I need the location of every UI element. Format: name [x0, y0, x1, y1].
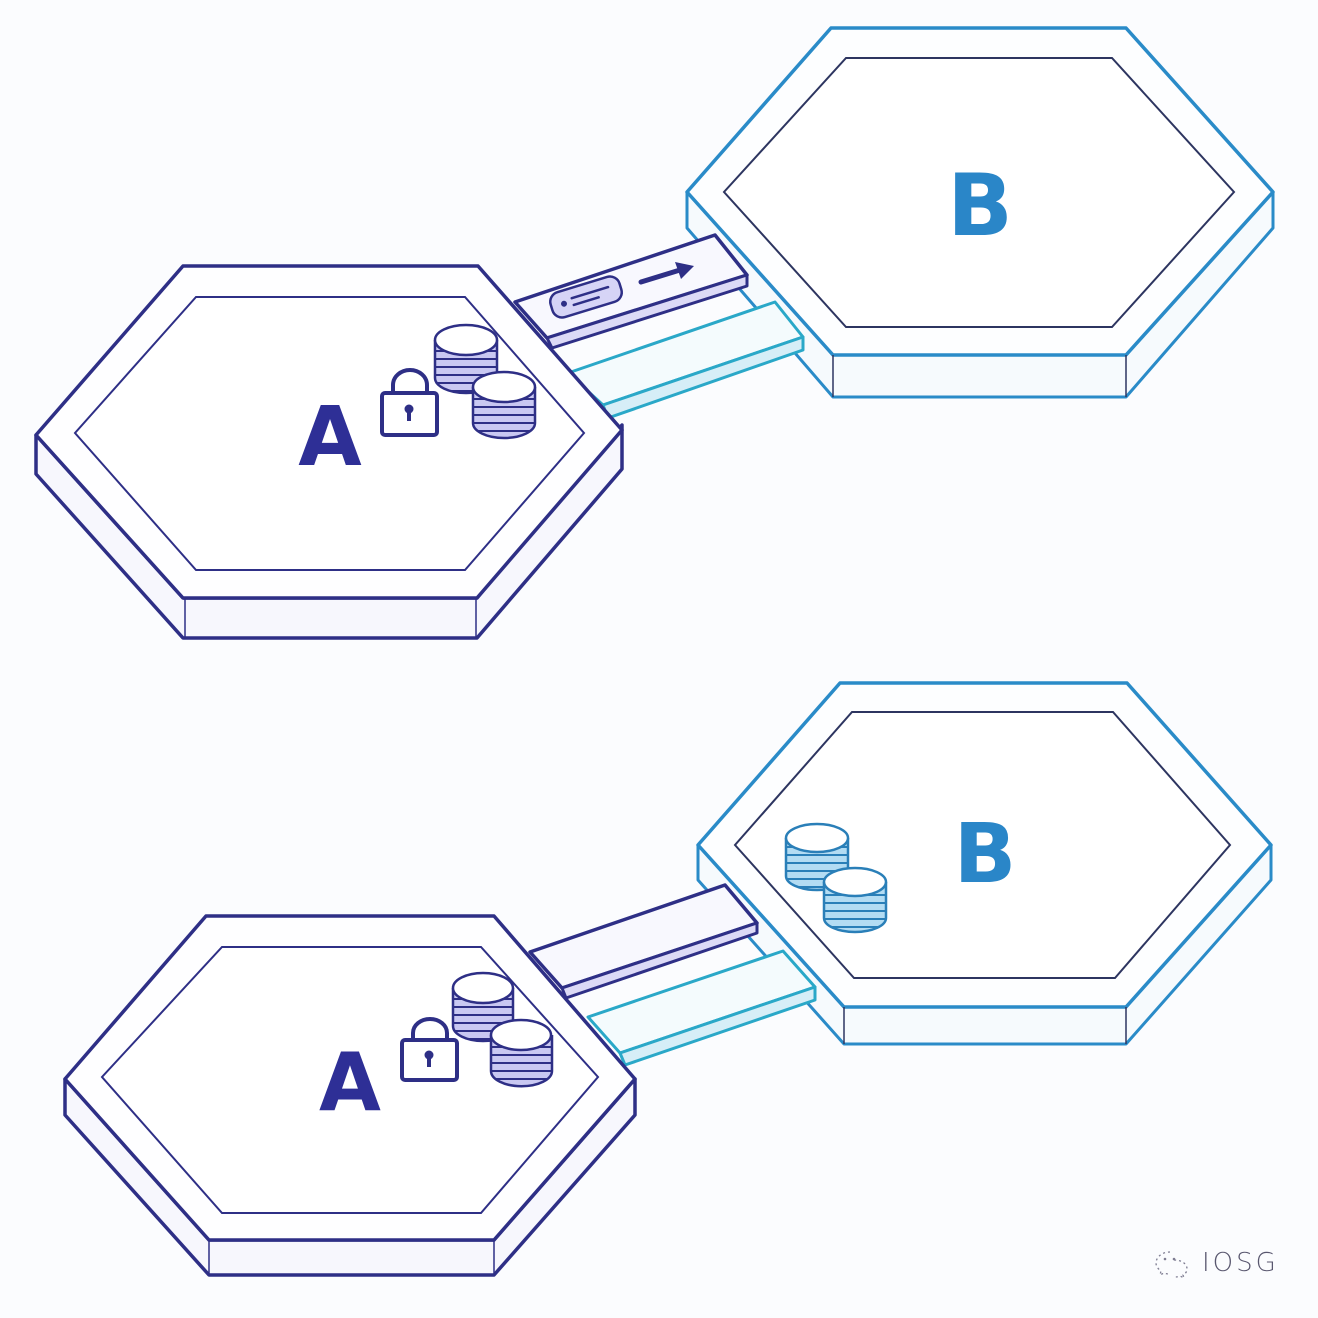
bridge — [528, 883, 817, 1067]
chain-a-label: A — [298, 390, 362, 485]
watermark-text: IOSG — [1202, 1248, 1279, 1278]
chain-a-label: A — [319, 1036, 381, 1129]
scene-message-sent: B — [34, 26, 1275, 640]
chain-b-platform: B — [696, 681, 1273, 1046]
coin-stack-icon — [471, 370, 537, 440]
message-icon — [549, 275, 623, 319]
chain-b-label: B — [947, 156, 1013, 256]
arrow-right-icon — [638, 262, 694, 285]
chain-a-platform: A — [63, 914, 637, 1277]
watermark: IOSG — [1152, 1248, 1279, 1278]
chain-a-platform: A — [34, 264, 624, 640]
lock-icon — [380, 368, 439, 437]
wechat-icon — [1155, 1251, 1188, 1278]
coin-stack-icon — [489, 1018, 554, 1088]
scene-assets-received: B A — [63, 681, 1273, 1277]
chain-b-platform: B — [685, 26, 1275, 399]
chain-b-label: B — [954, 807, 1017, 902]
coin-stack-icon — [822, 866, 888, 934]
lock-icon — [400, 1017, 459, 1082]
